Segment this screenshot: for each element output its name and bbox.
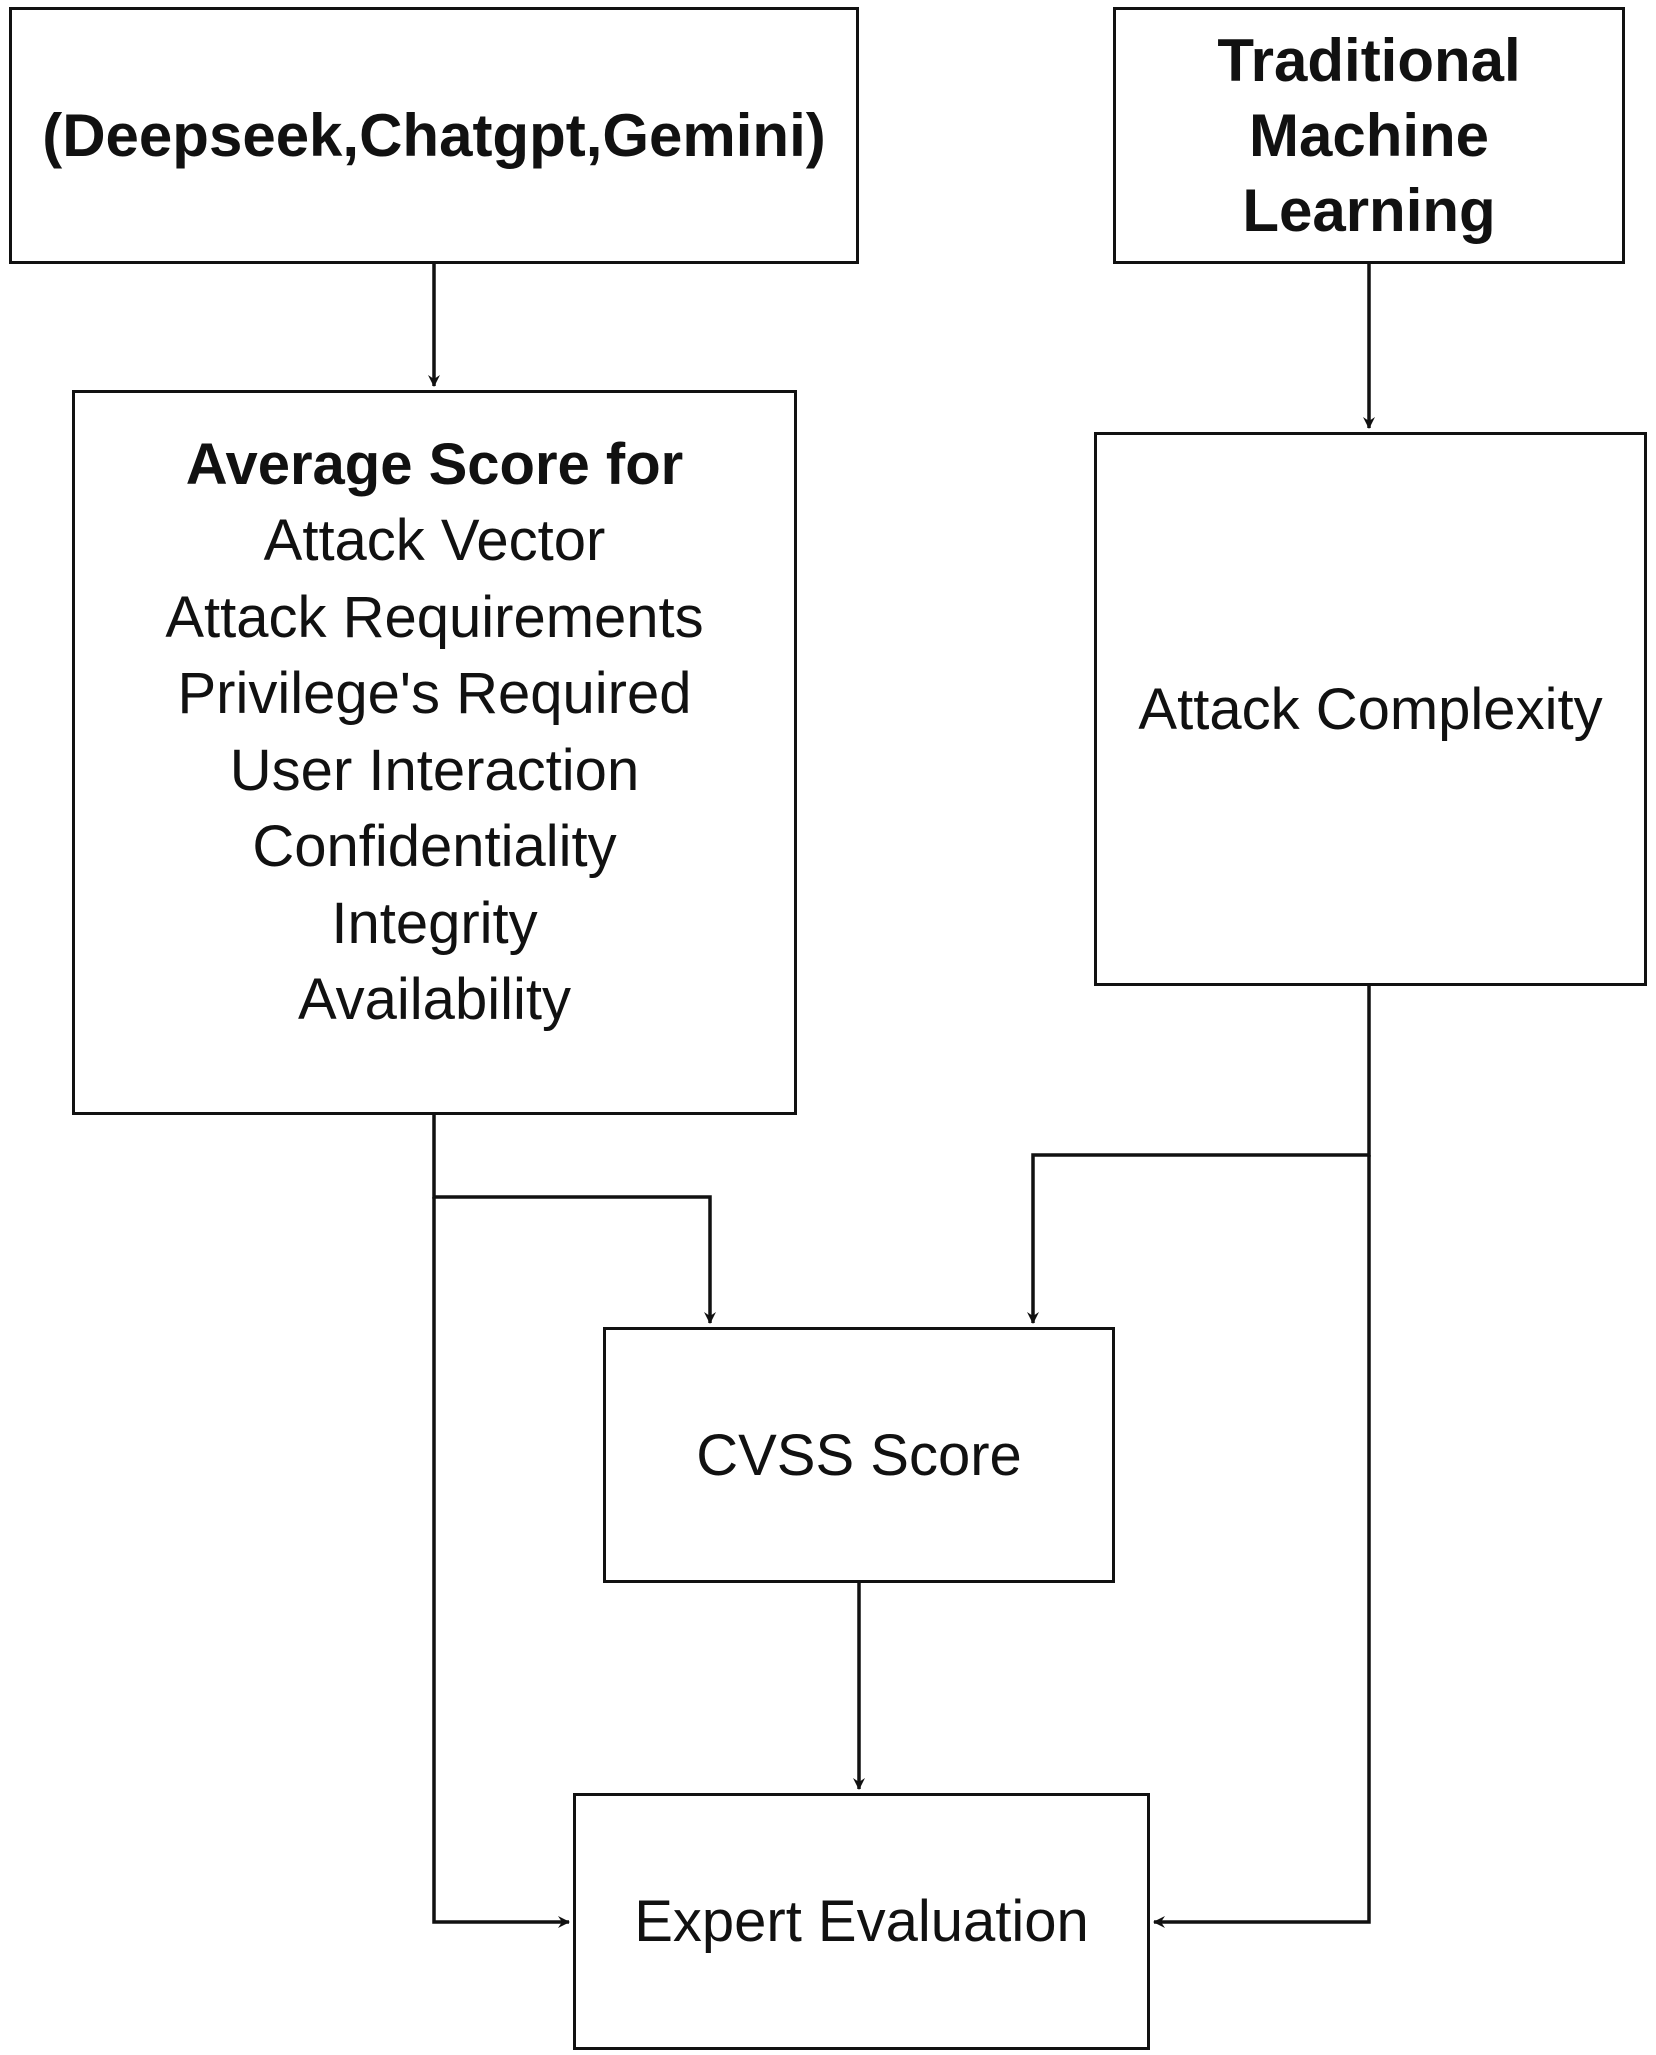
average-score-node: Average Score for Attack Vector Attack R… [72, 390, 797, 1115]
metric-privileges-required: Privilege's Required [177, 661, 692, 726]
expert-evaluation-label: Expert Evaluation [634, 1889, 1089, 1954]
expert-evaluation-node: Expert Evaluation [573, 1793, 1150, 2050]
traditional-ml-line-3: Learning [1242, 177, 1496, 244]
metric-attack-requirements: Attack Requirements [165, 584, 704, 650]
cvss-score-node: CVSS Score [603, 1327, 1115, 1583]
attack-complexity-node: Attack Complexity [1094, 432, 1647, 986]
traditional-ml-line-2: Machine [1248, 102, 1490, 169]
cvss-score-label: CVSS Score [696, 1422, 1022, 1488]
arrow-complexity-to-expert [1153, 1155, 1371, 1928]
llm-models-label: (Deepseek,Chatgpt,Gemini) [42, 102, 826, 169]
metric-confidentiality: Confidentiality [252, 814, 617, 879]
traditional-ml-line-1: Traditional [1217, 27, 1521, 94]
arrow-complexity-to-cvss [1027, 986, 1371, 1324]
metric-user-interaction: User Interaction [229, 737, 640, 803]
llm-models-node: (Deepseek,Chatgpt,Gemini) [9, 7, 859, 264]
traditional-ml-node: Traditional Machine Learning [1113, 7, 1625, 264]
metric-availability: Availability [298, 967, 571, 1032]
attack-complexity-label: Attack Complexity [1138, 676, 1603, 742]
metric-integrity: Integrity [331, 890, 538, 956]
average-score-heading: Average Score for [185, 431, 684, 497]
metric-attack-vector: Attack Vector [263, 508, 606, 573]
arrow-average-to-cvss [432, 1115, 716, 1324]
arrow-average-to-expert [432, 1197, 570, 1928]
